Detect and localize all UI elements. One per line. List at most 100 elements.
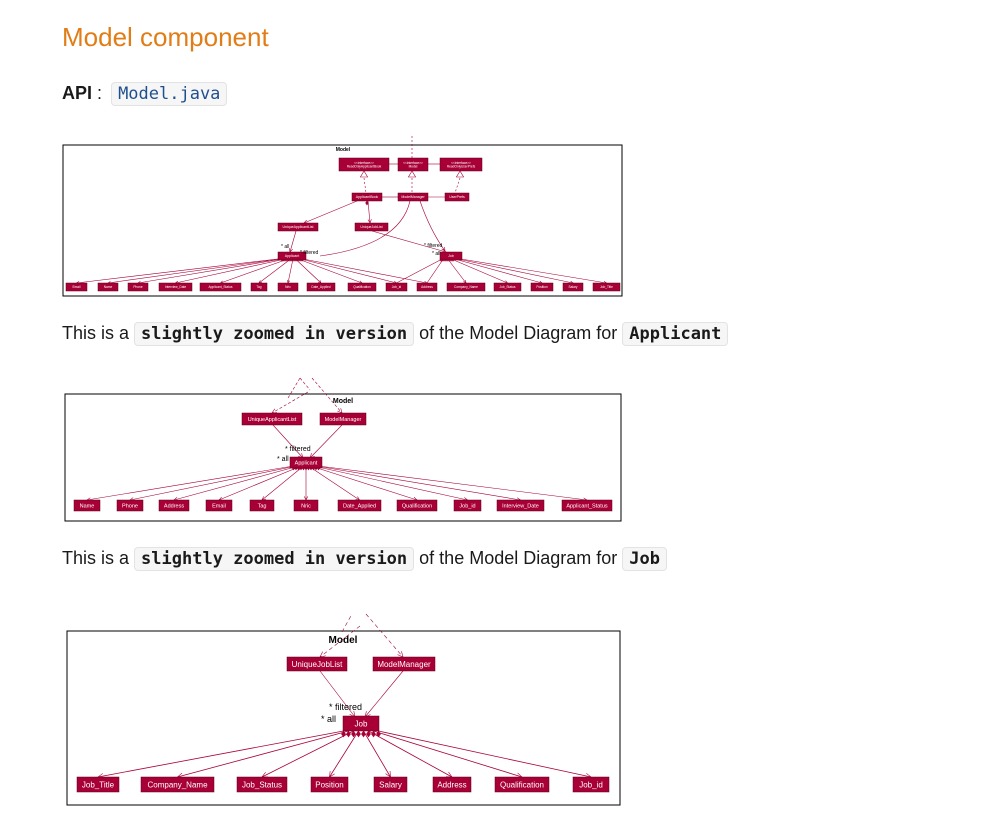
job-box-label: Job bbox=[448, 254, 454, 258]
arrow-head bbox=[538, 280, 543, 284]
arrow-head bbox=[219, 280, 224, 284]
job-package-label: Model bbox=[329, 635, 358, 646]
association-line bbox=[367, 200, 371, 224]
arrow-head bbox=[298, 453, 304, 459]
attribute-box-job-title: Job_Title bbox=[592, 282, 621, 292]
arrow-head bbox=[603, 281, 608, 285]
attribute-box-nric-label: Nric bbox=[285, 285, 291, 289]
arrow-head bbox=[173, 497, 178, 502]
composition-diamond bbox=[366, 730, 371, 738]
arrow-head bbox=[367, 219, 372, 224]
attribute-association-line bbox=[318, 465, 588, 501]
attribute-association-line bbox=[296, 257, 397, 284]
attribute-box-job-status: Job_Status bbox=[493, 282, 522, 292]
attribute-box-tag: Tag bbox=[250, 282, 268, 292]
attribute-box-phone: Phone bbox=[127, 282, 149, 292]
interface-readonly-applicantbook-box-stereotype: <<interface>> bbox=[354, 161, 374, 165]
composition-diamond bbox=[361, 730, 366, 738]
attribute-association-line bbox=[258, 257, 293, 284]
realization-arrow bbox=[407, 170, 417, 178]
composition-diamond bbox=[314, 465, 318, 471]
attribute-box-nric: Nric bbox=[277, 282, 299, 292]
modelmanager-job-line bbox=[419, 200, 446, 252]
model-manager-box-label: ModelManager bbox=[325, 417, 362, 423]
attribute-box-interview-date: Interview_Date bbox=[496, 499, 545, 512]
realization-line bbox=[454, 177, 461, 194]
modelmanager-applicant-line bbox=[319, 200, 411, 257]
attribute-box-job-status-label: Job_Status bbox=[242, 780, 282, 789]
attribute-association-line bbox=[450, 257, 543, 284]
attribute-box-company-name-label: Company_Name bbox=[147, 780, 208, 789]
attribute-box-applicant-status: Applicant_Status bbox=[199, 282, 242, 292]
composition-diamond bbox=[296, 258, 300, 262]
attribute-box-position-label: Position bbox=[536, 285, 548, 289]
model-manager-box: ModelManager bbox=[397, 192, 429, 202]
attribute-association-line bbox=[368, 730, 453, 778]
composition-diamond bbox=[445, 258, 449, 262]
arrow-head bbox=[385, 770, 391, 778]
api-separator: : bbox=[97, 83, 103, 103]
realization-line bbox=[363, 177, 367, 194]
arrow-head bbox=[107, 281, 111, 285]
arrow-head bbox=[258, 280, 263, 284]
composition-diamond bbox=[441, 258, 445, 262]
composition-diamond bbox=[346, 730, 351, 738]
composition-diamond bbox=[286, 258, 290, 262]
composition-diamond bbox=[294, 465, 298, 471]
attribute-association-line bbox=[313, 465, 468, 501]
arrow-head bbox=[309, 453, 315, 459]
applicant-zoom-caption: This is a slightly zoomed in version of … bbox=[62, 320, 729, 347]
attribute-box-job-title-label: Job_Title bbox=[600, 285, 613, 289]
composition-diamond bbox=[451, 258, 455, 262]
attribute-association-line bbox=[446, 257, 467, 284]
arrow-head bbox=[337, 408, 343, 414]
model-package-label: Model bbox=[336, 147, 351, 153]
attribute-box-name: Name bbox=[97, 282, 119, 292]
attribute-box-interview-date-label: Interview_Date bbox=[165, 285, 186, 289]
interface-model-box-stereotype: <<interface>> bbox=[403, 161, 423, 165]
attribute-box-job-id-label: Job_id bbox=[392, 285, 402, 289]
attribute-box-date-applied: Date_Applied bbox=[337, 499, 382, 512]
caption-prefix: This is a bbox=[62, 548, 130, 568]
job-zoom-caption: This is a slightly zoomed in version of … bbox=[62, 545, 667, 572]
applicant-code: Applicant bbox=[622, 322, 729, 346]
arrow-head bbox=[364, 711, 371, 718]
caption-middle: of the Model Diagram for bbox=[419, 548, 618, 568]
attribute-association-line bbox=[294, 257, 322, 284]
external-dependency-line bbox=[319, 625, 361, 658]
attribute-box-address-label: Address bbox=[421, 285, 433, 289]
external-dependency-line bbox=[287, 377, 301, 399]
attribute-box-tag: Tag bbox=[249, 499, 275, 512]
applicant-package-label: Model bbox=[333, 398, 353, 405]
attribute-box-applicant-status-label: Applicant_Status bbox=[209, 285, 233, 289]
attribute-association-line bbox=[396, 257, 445, 284]
arrow-head bbox=[583, 497, 588, 502]
attribute-box-salary-label: Salary bbox=[568, 285, 577, 289]
attribute-association-line bbox=[107, 257, 288, 284]
attribute-box-salary-label: Salary bbox=[379, 780, 402, 789]
list-job-line bbox=[371, 230, 447, 253]
unique-job-list-box: UniqueJobList bbox=[286, 656, 348, 672]
composition-diamond bbox=[296, 465, 301, 471]
attribute-box-job-title: Job_Title bbox=[76, 776, 120, 793]
attribute-association-line bbox=[329, 730, 359, 778]
attribute-box-qualification-label: Qualification bbox=[353, 285, 371, 289]
composition-diamond bbox=[365, 200, 369, 206]
composition-diamond bbox=[291, 465, 296, 471]
attribute-association-line bbox=[315, 465, 521, 501]
attribute-box-email-label: Email bbox=[212, 503, 226, 509]
attribute-box-phone-label: Phone bbox=[133, 285, 142, 289]
model-java-link[interactable]: Model.java bbox=[111, 82, 228, 106]
zoomed-version-code: slightly zoomed in version bbox=[134, 322, 415, 346]
arrow-head bbox=[289, 248, 293, 253]
attribute-box-address-label: Address bbox=[164, 503, 184, 509]
caption-prefix: This is a bbox=[62, 323, 130, 343]
external-dependency-line bbox=[299, 377, 311, 391]
attribute-box-position: Position bbox=[310, 776, 349, 793]
applicant-box-label: Applicant bbox=[295, 460, 318, 466]
attribute-box-job-status: Job_Status bbox=[236, 776, 288, 793]
composition-diamond bbox=[294, 258, 298, 262]
applicant-book-box-label: ApplicantBook bbox=[356, 195, 379, 199]
composition-diamond bbox=[300, 258, 304, 262]
